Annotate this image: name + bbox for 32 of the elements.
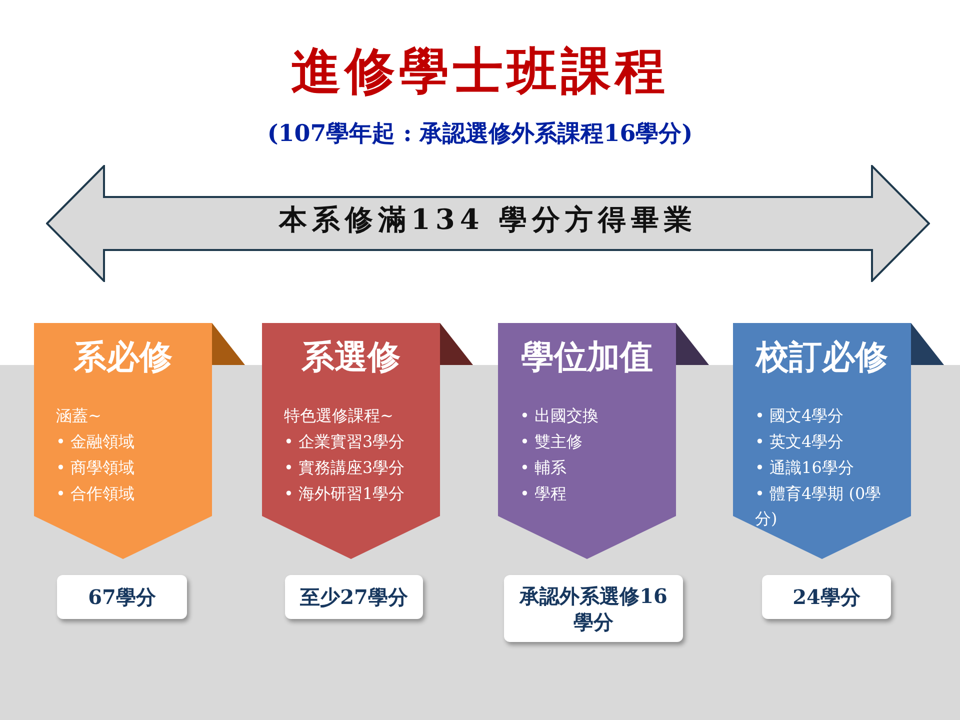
list-text: • 合作領域 (56, 483, 136, 505)
list-text: • 雙主修 (520, 431, 584, 453)
title: 進修學士班課程 (290, 40, 670, 102)
credit-box: 67學分 (57, 575, 187, 619)
banner-heading: 校訂必修 (754, 336, 889, 378)
list-text: • 學程 (520, 483, 568, 505)
list-text: • 商學領域 (56, 457, 136, 479)
list-text: 特色選修課程~ (284, 405, 394, 427)
list-text: • 英文4學分 (755, 431, 845, 453)
credit-box: 承認外系選修16學分 (504, 575, 683, 642)
double-arrow-band (46, 165, 930, 282)
banner-heading: 學位加值 (520, 336, 654, 378)
list-text: • 國文4學分 (755, 405, 845, 427)
list-text: • 金融領域 (56, 431, 136, 453)
credit-box: 24學分 (762, 575, 891, 619)
credit-box: 至少27學分 (285, 575, 423, 619)
list-text: 涵蓋~ (56, 405, 102, 427)
banner-heading: 系選修 (300, 336, 402, 378)
list-text: • 出國交換 (520, 405, 600, 427)
list-text: • 實務講座3學分 (284, 457, 406, 479)
subtitle: (107學年起 : 承認選修外系課程16學分) (266, 119, 694, 149)
ribbon-banner (34, 323, 245, 559)
list-text: • 海外研習1學分 (284, 483, 406, 505)
list-text: • 企業實習3學分 (284, 431, 406, 453)
list-text: • 輔系 (520, 457, 568, 479)
ribbon-banner (498, 323, 709, 559)
banner-heading: 系必修 (72, 336, 174, 378)
ribbon-banner (262, 323, 473, 559)
arrow-text: 本系修滿134 學分方得畢業 (278, 202, 698, 238)
list-text: • 通識16學分 (755, 457, 855, 479)
ribbon-banner (733, 323, 944, 559)
list-text: • 體育4學期 (0學分) (755, 483, 882, 530)
